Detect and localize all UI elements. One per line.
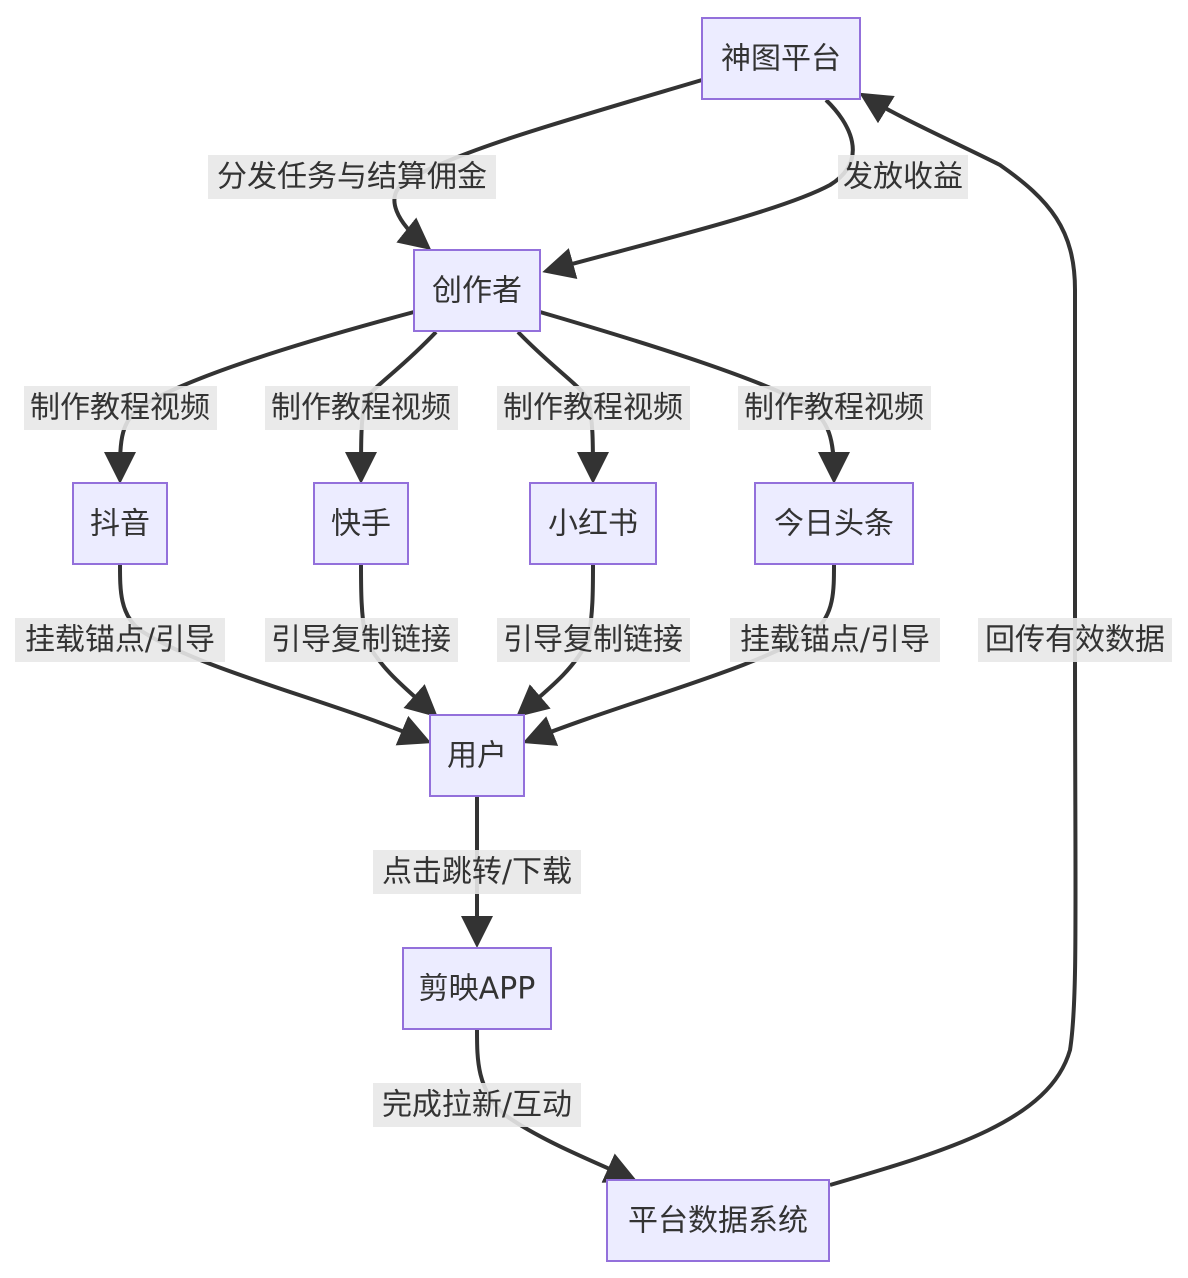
edge-label-text: 制作教程视频 [744,391,924,426]
node-creator[interactable]: 创作者 [413,249,541,332]
node-label: 快手 [331,507,391,542]
edge-label-to-toutiao: 制作教程视频 [738,386,931,430]
edge-label-text: 回传有效数据 [985,623,1165,658]
edge-label-jianying-to-data: 完成拉新/互动 [373,1083,581,1127]
edge-label-text: 完成拉新/互动 [382,1088,572,1123]
node-platform-data-system[interactable]: 平台数据系统 [606,1179,830,1262]
edge-label-xiaohongshu-to-user: 引导复制链接 [497,618,690,662]
edge-label-distribute-settle: 分发任务与结算佣金 [208,155,496,199]
edge-label-text: 分发任务与结算佣金 [217,160,487,195]
edge-label-text: 制作教程视频 [271,391,451,426]
edge-label-to-douyin: 制作教程视频 [24,386,217,430]
edge-label-text: 制作教程视频 [503,391,683,426]
edge-shentu-payout-to-creator [542,98,855,279]
edge-label-text: 点击跳转/下载 [382,855,572,890]
edge-label-text: 引导复制链接 [271,623,451,658]
edge-label-to-kuaishou: 制作教程视频 [265,386,458,430]
node-kuaishou[interactable]: 快手 [313,482,409,565]
edge-label-douyin-to-user: 挂载锚点/引导 [15,618,225,662]
node-label: 今日头条 [774,507,894,542]
node-douyin[interactable]: 抖音 [72,482,168,565]
edge-label-payout: 发放收益 [838,155,968,199]
edge-label-toutiao-to-user: 挂载锚点/引导 [730,618,940,662]
node-shentu-platform[interactable]: 神图平台 [701,17,861,100]
node-xiaohongshu[interactable]: 小红书 [529,482,657,565]
edge-label-data-to-shentu: 回传有效数据 [978,618,1172,662]
edge-label-user-to-jianying: 点击跳转/下载 [373,850,581,894]
edge-label-to-xiaohongshu: 制作教程视频 [497,386,690,430]
edge-data-to-shentu [829,92,1078,1187]
node-jianying-app[interactable]: 剪映APP [402,947,552,1030]
node-label: 用户 [447,739,507,774]
node-label: 抖音 [90,507,150,542]
node-label: 剪映APP [419,972,536,1007]
node-label: 创作者 [432,274,522,309]
node-label: 神图平台 [721,42,841,77]
edge-label-text: 挂载锚点/引导 [740,623,930,658]
edge-label-text: 制作教程视频 [30,391,210,426]
edge-label-text: 引导复制链接 [503,623,683,658]
node-user[interactable]: 用户 [429,714,525,797]
edge-label-text: 发放收益 [843,160,963,195]
edge-label-text: 挂载锚点/引导 [25,623,215,658]
node-label: 小红书 [548,507,638,542]
edge-label-kuaishou-to-user: 引导复制链接 [265,618,458,662]
node-label: 平台数据系统 [628,1204,808,1239]
node-toutiao[interactable]: 今日头条 [754,482,914,565]
